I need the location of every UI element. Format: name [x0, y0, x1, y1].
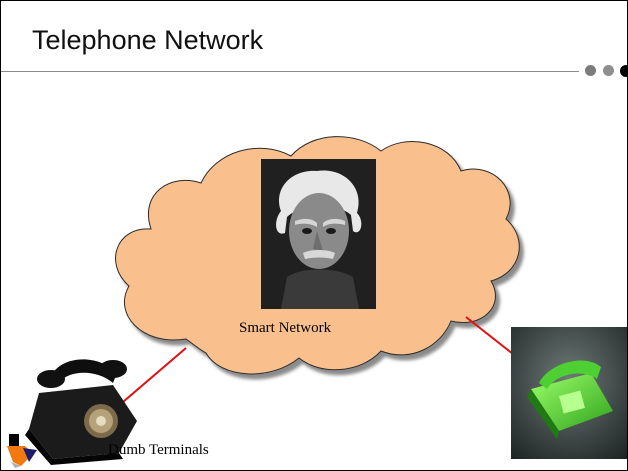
- link-to-black-phone: [122, 347, 187, 403]
- decor-dot-2: [603, 65, 614, 76]
- black-rotary-telephone-icon: [25, 359, 137, 465]
- smart-network-label: Smart Network: [239, 320, 332, 336]
- dumb-terminals-label: Dumb Terminals: [108, 442, 209, 458]
- institution-logo-icon: [7, 434, 37, 468]
- decor-dot-3: [620, 65, 627, 77]
- link-to-green-phone: [465, 316, 514, 355]
- einstein-portrait: [261, 159, 376, 309]
- green-telephone-icon: [511, 327, 627, 459]
- decor-dot-1: [585, 65, 596, 76]
- title-rule: [1, 71, 579, 72]
- slide-title: Telephone Network: [32, 25, 264, 55]
